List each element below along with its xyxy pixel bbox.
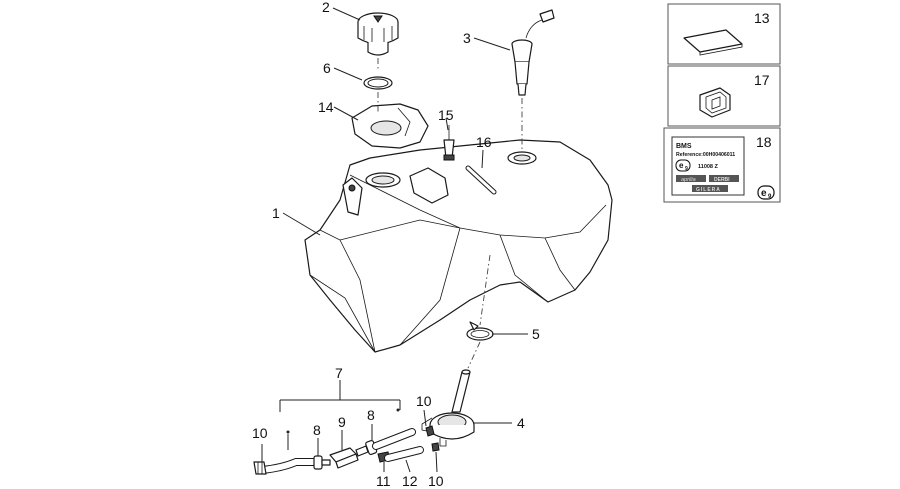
callout-10-left: 10 bbox=[252, 425, 268, 441]
fuel-cap bbox=[357, 12, 399, 56]
callout-7: 7 bbox=[335, 365, 343, 381]
vent-hose bbox=[465, 165, 497, 195]
callout-8-right: 8 bbox=[367, 407, 375, 423]
callout-15: 15 bbox=[438, 107, 454, 123]
callout-11: 11 bbox=[376, 473, 391, 489]
accessory-box-18: 18 BMS Reference:00H00406011 e 9 11008 Z… bbox=[663, 127, 781, 203]
hose-clamp bbox=[466, 321, 494, 341]
plate-line-1: BMS bbox=[676, 143, 692, 150]
e-mark-icon: e 9 bbox=[757, 185, 775, 200]
callout-3: 3 bbox=[463, 30, 471, 46]
clip-icon bbox=[699, 87, 731, 118]
callout-8-left: 8 bbox=[313, 422, 321, 438]
fuel-filter bbox=[321, 445, 369, 469]
callout-16: 16 bbox=[476, 134, 492, 150]
label-plate: BMS Reference:00H00406011 e 9 11008 Z ap… bbox=[671, 136, 745, 196]
callout-18: 18 bbox=[756, 134, 772, 150]
e-mark-number: 9 bbox=[768, 194, 772, 200]
leader-lines bbox=[261, 7, 528, 473]
fuel-line-assembly bbox=[253, 425, 440, 475]
plate-brand-aprilia: aprilia bbox=[681, 177, 696, 183]
callout-17: 17 bbox=[754, 72, 770, 88]
plate-brand-gilera: GILERA bbox=[696, 187, 721, 193]
assembly-axes bbox=[377, 58, 523, 369]
plate-line-2: Reference:00H00406011 bbox=[676, 152, 735, 158]
o-ring bbox=[363, 76, 393, 90]
callout-4: 4 bbox=[517, 415, 525, 431]
fuel-level-sensor bbox=[511, 9, 555, 96]
plate-brand-derbi: DERBI bbox=[714, 177, 730, 183]
fuel-tank bbox=[304, 139, 613, 353]
accessory-box-13: 13 bbox=[667, 3, 781, 65]
accessory-box-17: 17 bbox=[667, 65, 781, 127]
callout-6: 6 bbox=[323, 60, 331, 76]
plate-e-mark: e bbox=[679, 161, 684, 170]
callout-10-right: 10 bbox=[428, 473, 444, 489]
filler-tray bbox=[351, 103, 429, 149]
callout-1: 1 bbox=[272, 205, 280, 221]
callout-5: 5 bbox=[532, 326, 540, 342]
callout-10-middle: 10 bbox=[416, 393, 432, 409]
plate-e-mark-sub: 9 bbox=[685, 166, 688, 172]
callout-13: 13 bbox=[754, 10, 770, 26]
callout-2: 2 bbox=[322, 0, 330, 15]
callout-9: 9 bbox=[338, 414, 346, 430]
breather-valve bbox=[443, 125, 455, 161]
callout-12: 12 bbox=[402, 473, 418, 489]
callout-numbers: 2 3 6 14 15 16 1 5 7 4 10 8 9 8 10 11 12… bbox=[252, 0, 540, 489]
callout-14: 14 bbox=[318, 99, 334, 115]
plate-homologation: 11008 Z bbox=[698, 164, 719, 170]
e-mark-letter: e bbox=[761, 188, 767, 199]
